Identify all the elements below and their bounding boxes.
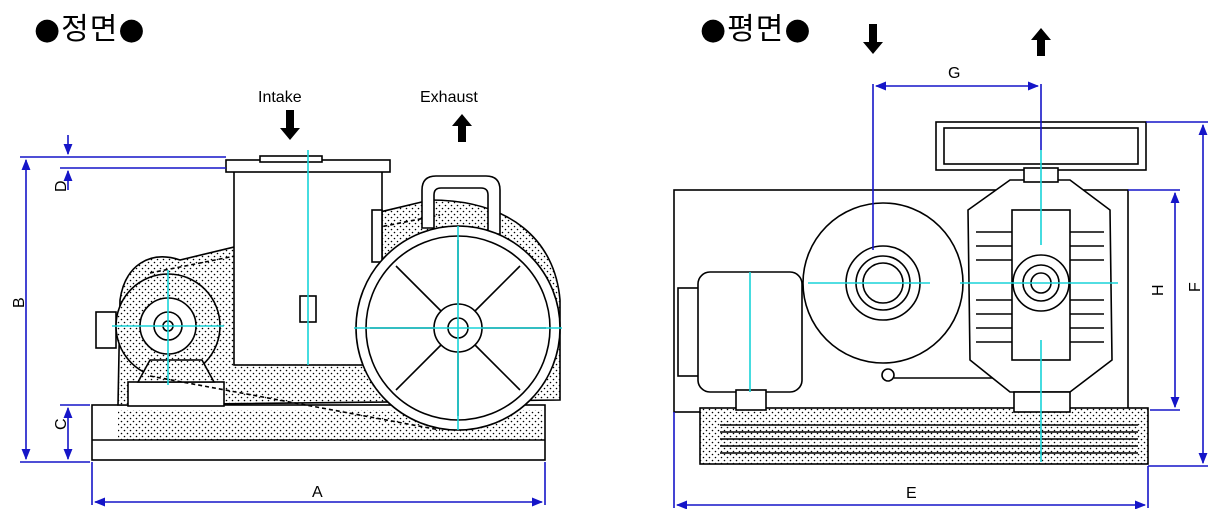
dim-label-c: C [53,418,70,430]
dim-label-g: G [948,65,960,82]
plan-base [699,407,1149,465]
arrow-up-icon [1031,28,1051,56]
plan-view: G E H F [673,24,1208,509]
front-view-title: ●정면● [34,12,146,47]
arrow-down-icon [280,110,300,140]
dim-label-h: H [1150,284,1167,296]
exhaust-label: Exhaust [420,89,478,106]
dim-label-d: D [53,180,70,192]
dim-label-b: B [11,297,28,308]
intake-label: Intake [258,89,302,106]
dim-label-e: E [906,485,917,502]
dim-label-a: A [312,484,323,501]
arrow-down-icon [863,24,883,54]
dim-label-f: F [1187,282,1204,292]
arrow-up-icon [452,114,472,142]
plan-dimension-lines [673,81,1208,509]
front-view: Intake Exhaust A B C D [11,89,562,507]
front-dimension-lines [20,135,546,507]
plan-view-title: ●평면● [700,12,812,47]
